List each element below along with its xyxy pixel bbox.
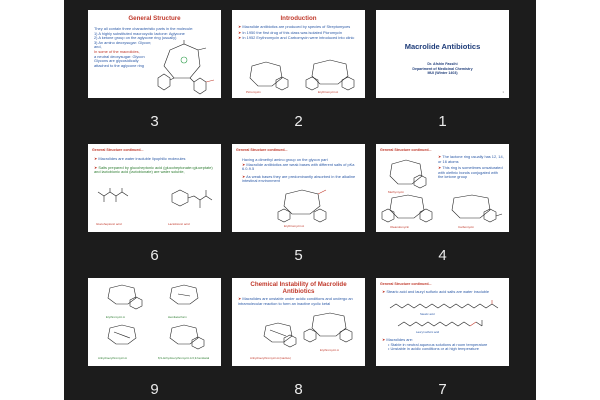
slide-header: General Structure continued...	[380, 282, 432, 286]
slide-title: General Structure	[128, 15, 181, 22]
slide-number: 4	[438, 247, 447, 264]
slide-body: ➤ Macrolide antibiotics are produced by …	[238, 24, 355, 41]
slide-thumbnail-5[interactable]: General Structure continued... Having a …	[232, 144, 365, 232]
picromycin-structure-icon	[249, 61, 289, 91]
slide-header: General Structure continued...	[236, 148, 288, 152]
structure-label: Erythromycin A	[318, 90, 339, 94]
macrolide-structure-icon	[157, 40, 215, 95]
slide-thumbnail-2[interactable]: Introduction ➤ Macrolide antibiotics are…	[232, 10, 365, 98]
slide-thumbnail-3[interactable]: General Structure They all contain three…	[88, 10, 221, 98]
slide-body: ➤ The lactone ring usually has 12, 14, o…	[438, 154, 504, 180]
erythromycin-structure-icon	[305, 59, 355, 91]
slide-thumbnail-1[interactable]: Macrolide Antibiotics Dr. Afshin Fassihi…	[376, 10, 509, 98]
sugar-acid-structure-icon	[97, 188, 129, 202]
cyclic-ketal-structure-icon	[263, 322, 297, 348]
structure-label: Stearic acid	[420, 312, 435, 316]
methymycin-structure-icon	[389, 159, 427, 189]
hemiketal-structure-icon	[169, 284, 199, 305]
structure-label: Oleandomycin	[390, 225, 410, 229]
structure-label: Erythromycin A	[284, 224, 305, 228]
slide-title: Chemical Instability of Macrolide Antibi…	[250, 281, 347, 295]
slide-number: 1	[438, 113, 447, 130]
structure-label: Carbomycin	[458, 225, 475, 229]
slide-header: General Structure continued...	[380, 148, 432, 152]
structure-label: 8,9-Anhydroerythromycin A 6,9-hemiketal	[158, 356, 210, 360]
slide-number: 9	[150, 381, 159, 398]
page-number: 1	[502, 90, 504, 94]
slide-header: General Structure continued...	[92, 148, 144, 152]
slide-number: 5	[294, 247, 303, 264]
slide-body: They all contain three characteristic pa…	[94, 26, 194, 68]
slide-number: 3	[150, 113, 159, 130]
slide-number: 6	[150, 247, 159, 264]
slide-thumbnail-9[interactable]: Erythromycin A Hemiketal form Anhydroery…	[88, 278, 221, 366]
slide-author: Dr. Afshin Fassihi Department of Medicin…	[412, 62, 473, 76]
stearic-acid-structure-icon	[389, 300, 499, 309]
structure-label: Hemiketal form	[168, 315, 187, 319]
structure-label: Methymycin	[388, 190, 405, 194]
slide-number: 2	[294, 113, 303, 130]
structure-label: Erythromycin A	[320, 348, 339, 352]
structure-label: Glucoheptonic acid	[96, 222, 122, 226]
slide-number: 7	[438, 381, 447, 398]
structure-label: Lauryl sulfuric acid	[416, 330, 440, 334]
structure-label: Erythromycin A	[106, 315, 125, 319]
carbomycin-structure-icon	[451, 194, 503, 223]
slide-sorter-grid: General Structure They all contain three…	[64, 0, 536, 400]
erythromycin-structure-icon	[277, 189, 327, 223]
slide-thumbnail-4[interactable]: General Structure continued... ➤ The lac…	[376, 144, 509, 232]
slide-title: Introduction	[280, 15, 317, 22]
slide-thumbnail-6[interactable]: General Structure continued... ➤ Macroli…	[88, 144, 221, 232]
slide-number: 8	[294, 381, 303, 398]
erythromycin-structure-icon	[303, 312, 353, 343]
slide-body: Having a dimethyl amino group on the gly…	[242, 157, 356, 184]
erythromycin-structure-icon	[107, 284, 143, 310]
structure-label: Anhydroerythromycin A	[98, 356, 127, 360]
slide-body: ➤ Macrolides are unstable under acidic c…	[238, 296, 353, 306]
slide-body-2: ➤ Macrolides are: • Stable in neutral aq…	[382, 337, 488, 352]
slide-thumbnail-8[interactable]: Chemical Instability of Macrolide Antibi…	[232, 278, 365, 366]
structure-label: Lactobionic acid	[168, 222, 190, 226]
slide-thumbnail-7[interactable]: General Structure continued... ➤ Stearic…	[376, 278, 509, 366]
structure-label: Picromycin	[246, 90, 261, 94]
anhydro-hemiketal-structure-icon	[169, 324, 205, 350]
lauryl-sulfuric-structure-icon	[397, 320, 483, 327]
lactobionic-structure-icon	[171, 189, 213, 208]
anhydro-structure-icon	[107, 324, 137, 345]
structure-label: Anhydroerythromycin A (inactive)	[250, 356, 291, 360]
slide-body: ➤ Macrolides are water insoluble lipophi…	[94, 156, 213, 175]
slide-title: Macrolide Antibiotics	[404, 42, 481, 51]
oleandomycin-structure-icon	[381, 194, 433, 223]
slide-body: ➤ Stearic acid and lauryl sulfuric acid …	[382, 289, 490, 294]
